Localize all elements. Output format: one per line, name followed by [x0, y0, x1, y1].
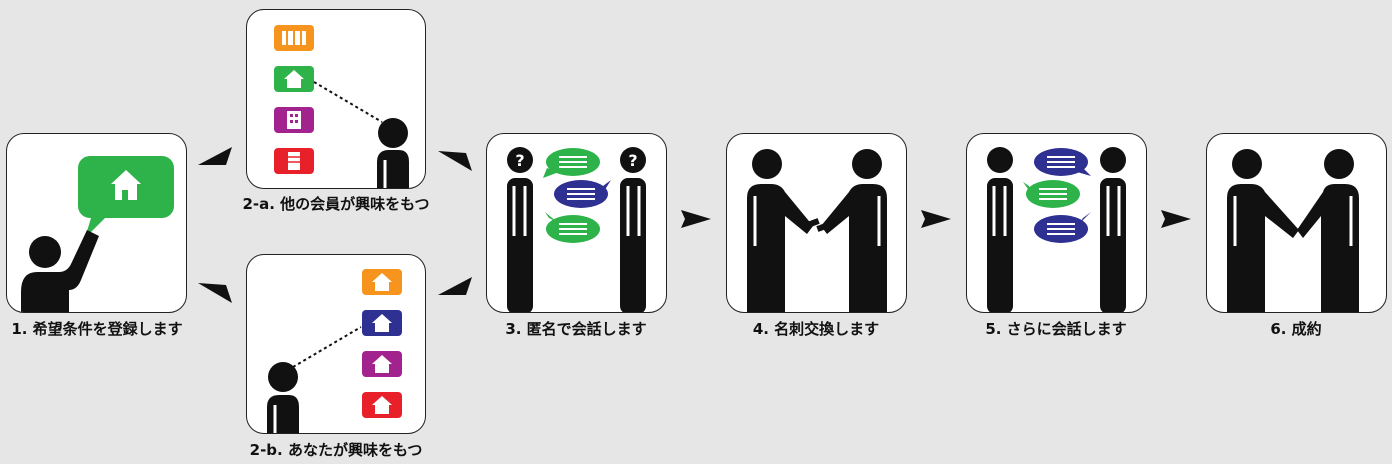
step2b-panel: [246, 254, 426, 434]
step1-panel: [6, 133, 187, 313]
step2a-panel: [246, 9, 426, 189]
chat-bubble-green-2-icon: [545, 212, 600, 243]
step5-panel: [966, 133, 1147, 313]
person-exchanging-card-left-icon: [747, 149, 820, 312]
house-icon-purple: [362, 351, 402, 377]
arrow-to-2a-icon: [198, 147, 232, 165]
anonymous-person-left-icon: ?: [507, 147, 533, 312]
chat-bubble-navy-icon: [1034, 148, 1091, 176]
person-right-icon: [1100, 147, 1126, 312]
arrow-to-6-icon: [1161, 210, 1191, 228]
chat-bubble-navy-icon: [554, 180, 611, 208]
chat-bubble-green-icon: [1023, 180, 1080, 208]
house-icon-navy: [362, 310, 402, 336]
step1-label: 1. 希望条件を登録します: [11, 320, 183, 338]
arrow-to-5-icon: [921, 210, 951, 228]
house-speech-bubble-icon: [78, 156, 174, 238]
chat-bubble-navy-2-icon: [1034, 212, 1091, 243]
arrow-to-4-icon: [681, 210, 711, 228]
apartment-icon: [274, 107, 314, 133]
house-icon: [274, 66, 314, 92]
step3-label: 3. 匿名で会話します: [505, 320, 647, 338]
interest-dotted-line: [313, 81, 383, 123]
arrow-from-2a-icon: [438, 151, 472, 171]
step2b-label: 2-b. あなたが興味をもつ: [249, 441, 423, 459]
interest-dotted-line: [292, 326, 362, 368]
house-icon-red: [362, 392, 402, 418]
tower-building-icon: [274, 148, 314, 174]
arrow-from-2b-icon: [438, 277, 472, 295]
person-raising-hand-icon: [21, 230, 99, 312]
office-building-icon: [274, 25, 314, 51]
person-icon: [377, 118, 409, 188]
arrow-to-2b-icon: [198, 283, 232, 303]
step4-panel: [726, 133, 907, 313]
svg-text:?: ?: [515, 151, 524, 170]
handshake-right-person-icon: [1297, 149, 1359, 312]
step6-panel: [1206, 133, 1387, 313]
chat-bubble-green-icon: [543, 148, 600, 178]
svg-text:?: ?: [628, 151, 637, 170]
person-icon: [267, 362, 299, 433]
step2a-label: 2-a. 他の会員が興味をもつ: [242, 195, 430, 213]
step3-panel: ? ?: [486, 133, 667, 313]
handshake-left-person-icon: [1227, 149, 1299, 312]
step5-label: 5. さらに会話します: [985, 320, 1127, 338]
person-exchanging-card-right-icon: [816, 149, 887, 312]
person-left-icon: [987, 147, 1013, 312]
step6-label: 6. 成約: [1270, 320, 1322, 338]
house-icon-orange: [362, 269, 402, 295]
anonymous-person-right-icon: ?: [620, 147, 646, 312]
step4-label: 4. 名刺交換します: [752, 320, 880, 338]
